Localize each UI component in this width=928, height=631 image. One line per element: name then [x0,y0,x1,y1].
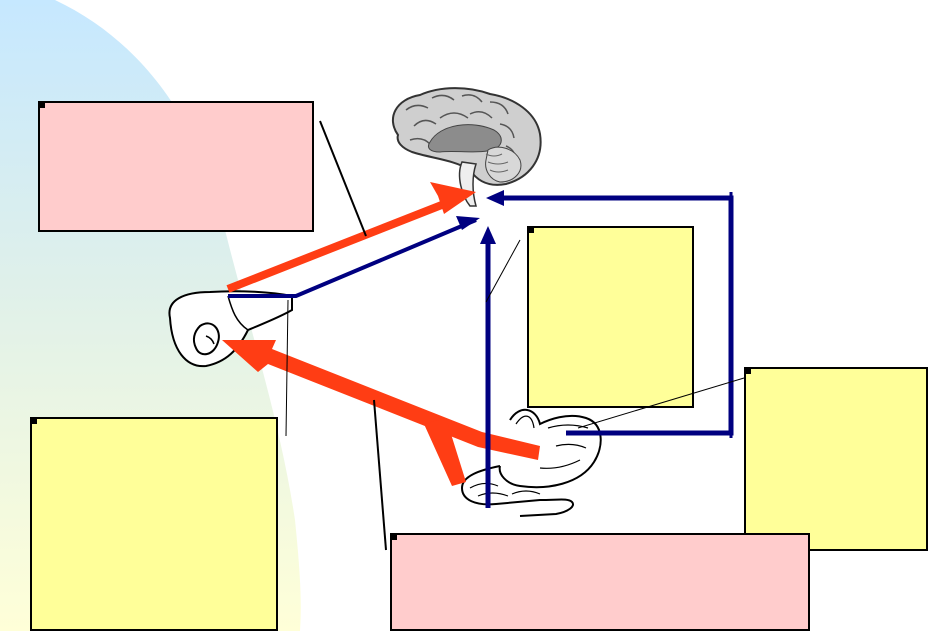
brain-icon [392,87,542,207]
bottom-center-box [390,533,810,631]
orange-arrow-stomach-to-liver [222,340,540,486]
blue-arrow-intestine-to-brain [480,226,496,508]
liver-icon [168,290,293,368]
center-right-box [527,226,694,408]
stomach-icon [460,409,602,517]
top-left-box [38,101,314,232]
blue-arrow-stomach-loop-to-brain [486,190,734,438]
leader-line-far-right [577,377,745,429]
leader-line-center-right [485,239,521,303]
orange-arrow-liver-to-brain [226,182,476,293]
leader-line-bottom-left [285,299,289,437]
bottom-left-box [30,417,278,631]
leader-line-bottom-center [373,399,387,551]
blue-arrow-liver-to-brain [228,216,480,298]
far-right-box [744,367,928,551]
leader-line-top-left [319,120,367,237]
